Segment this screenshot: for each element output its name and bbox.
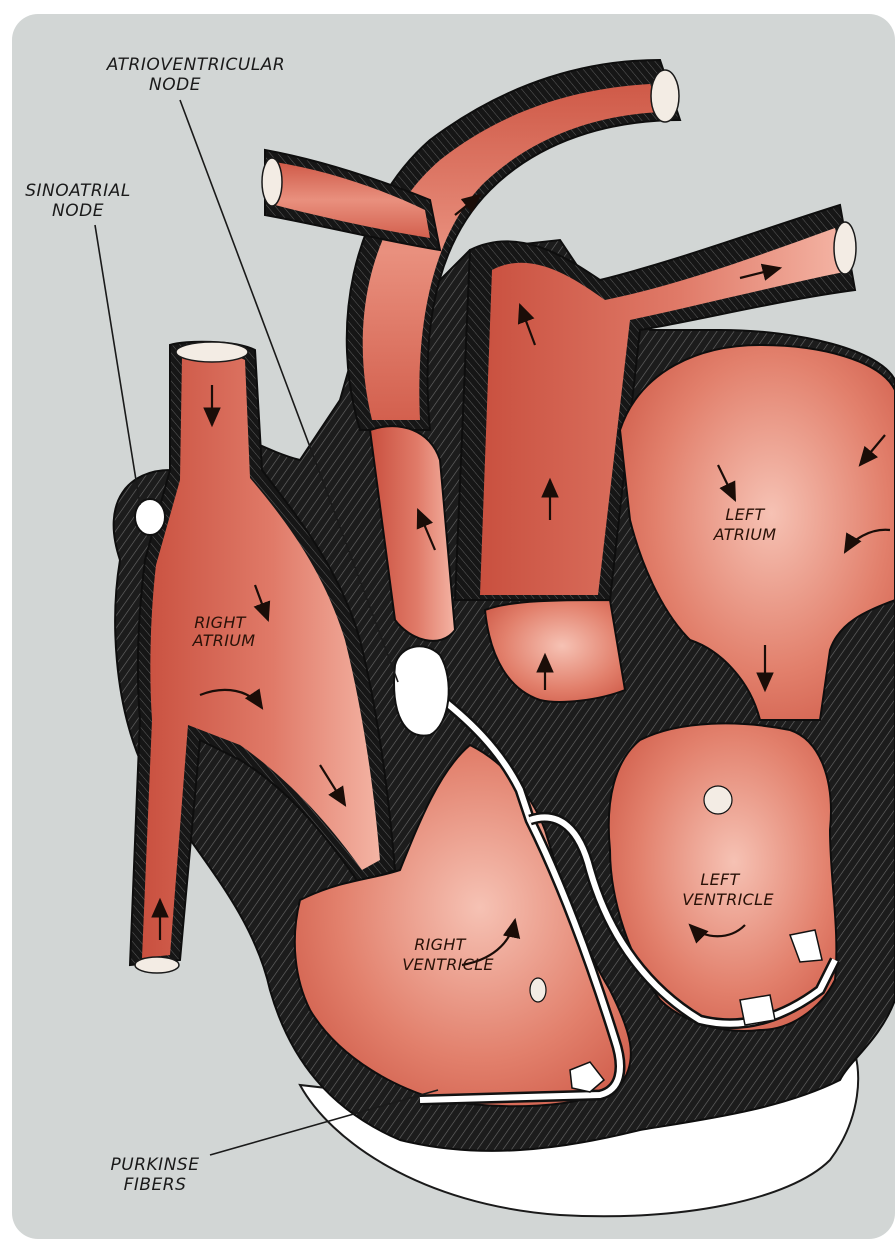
left-atrium-label-line1: LEFT (725, 505, 765, 524)
right-atrium-label-line2: ATRIUM (192, 631, 256, 650)
left-atrium-label-line2: ATRIUM (713, 525, 777, 544)
right-atrium-label-line1: RIGHT (194, 613, 246, 632)
atrioventricular-node (394, 646, 449, 735)
sa-node-label-line1: SINOATRIAL (25, 181, 131, 201)
av-node-label-line2: NODE (149, 75, 201, 95)
superior-vena-cava-opening (176, 342, 248, 362)
pulmonary-opening-left (262, 158, 282, 206)
papillary-muscle (740, 995, 775, 1025)
purkinje-label-line1: PURKINSE (111, 1155, 200, 1175)
right-ventricle-label-line1: RIGHT (414, 935, 466, 954)
purkinje-label-line2: FIBERS (124, 1175, 187, 1195)
left-ventricle-label-line2: VENTRICLE (682, 890, 774, 909)
sa-node-label-line2: NODE (52, 201, 104, 221)
aorta-opening (651, 70, 679, 122)
av-node-label-line1: ATRIOVENTRICULAR (106, 55, 286, 75)
right-ventricle-label-line2: VENTRICLE (402, 955, 494, 974)
valve-chord (704, 786, 732, 814)
pulmonary-opening-right (834, 222, 856, 274)
left-ventricle-label-line1: LEFT (700, 870, 740, 889)
inferior-vena-cava-opening (135, 957, 179, 973)
valve-chord (530, 978, 546, 1002)
